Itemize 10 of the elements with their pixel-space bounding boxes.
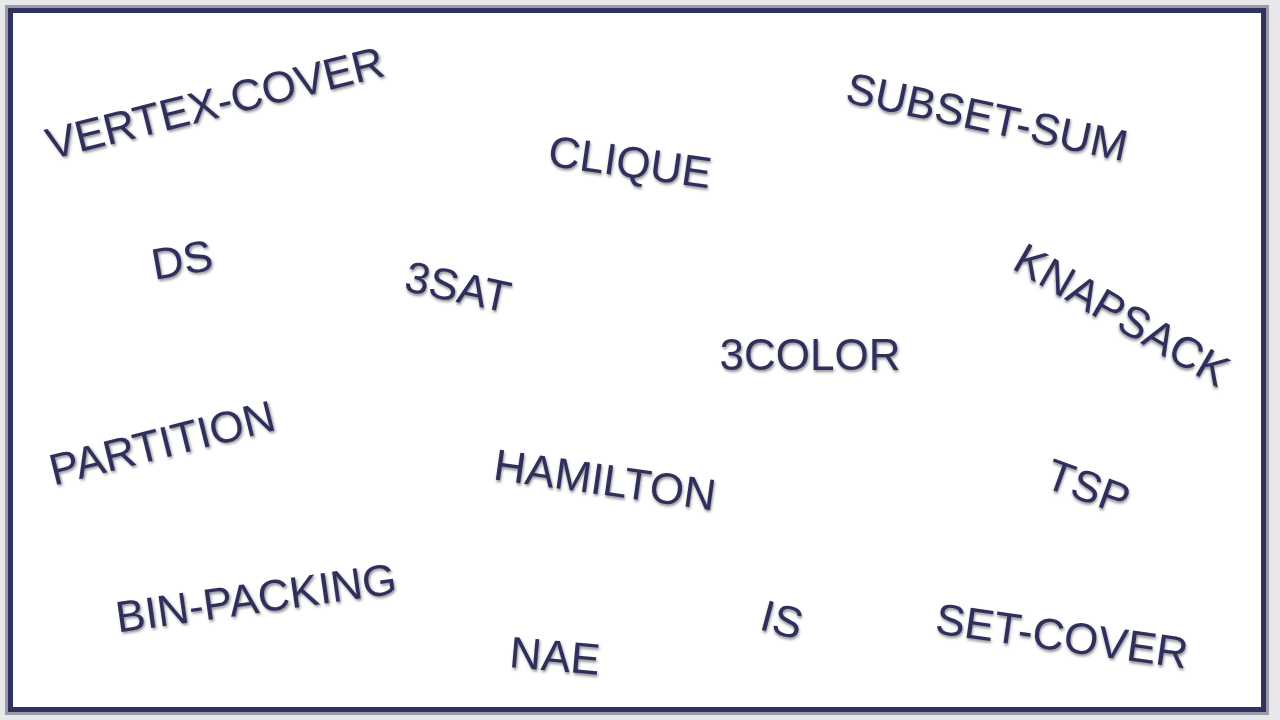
word-label: 3COLOR xyxy=(719,333,901,377)
word-label: HAMILTON xyxy=(491,442,719,518)
word-label: BIN-PACKING xyxy=(112,556,400,640)
word-label: 3SAT xyxy=(401,254,515,320)
word-label: SET-COVER xyxy=(933,596,1191,676)
word-label: CLIQUE xyxy=(545,128,715,196)
word-label: DS xyxy=(148,233,216,287)
word-label: TSP xyxy=(1040,451,1136,523)
word-label: NAE xyxy=(508,630,602,682)
word-label: IS xyxy=(756,593,808,647)
